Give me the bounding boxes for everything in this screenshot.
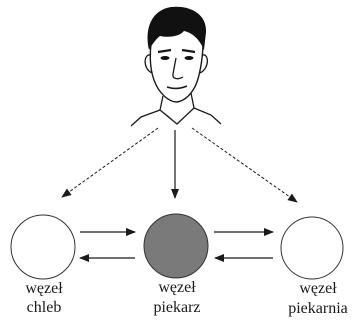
right-shoulder <box>193 107 222 125</box>
left-ear <box>144 54 153 74</box>
arrow-portrait-to-left-node <box>61 127 159 198</box>
node-left-label-line1: węzeł <box>25 280 63 297</box>
node-left-label-line2: chleb <box>27 299 62 316</box>
hair <box>147 6 207 51</box>
left-eyebrow <box>157 48 172 54</box>
collar <box>159 107 195 125</box>
node-circle-left <box>10 214 76 280</box>
mouth <box>166 85 188 90</box>
neck-left <box>159 95 164 111</box>
right-ear <box>199 54 209 74</box>
right-eye <box>184 56 194 60</box>
left-eye <box>160 56 170 60</box>
nose <box>172 57 184 80</box>
node-right-label-line1: węzeł <box>299 280 337 297</box>
node-center-label-line2: piekarz <box>153 299 200 316</box>
shirt-shadow <box>164 112 177 124</box>
face-outline <box>149 41 204 103</box>
node-center-label-line1: węzeł <box>158 279 196 296</box>
node-circle-right <box>280 216 344 280</box>
left-shoulder <box>130 109 161 127</box>
node-circle-center <box>143 213 209 279</box>
right-eyebrow <box>181 48 196 54</box>
node-right-label-line2: piekarnia <box>288 300 348 317</box>
man-portrait-icon <box>130 6 222 127</box>
arrow-portrait-to-right-node <box>191 127 298 203</box>
neck-right <box>190 92 195 109</box>
